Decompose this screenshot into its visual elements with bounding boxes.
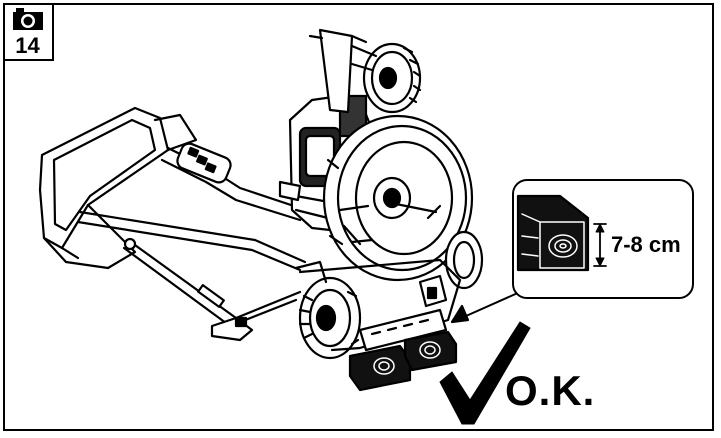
checkmark-icon xyxy=(439,321,531,425)
dimension-arrow xyxy=(593,223,607,267)
figure-frame xyxy=(3,3,714,431)
grass-catcher xyxy=(38,106,198,270)
cutting-deck-disc xyxy=(322,114,474,282)
base-frame xyxy=(294,258,462,352)
dimension-label: 7-8 cm xyxy=(611,232,681,257)
figure-badge: 14 xyxy=(3,3,54,61)
ok-label: O.K. xyxy=(505,367,596,414)
pointer-arrowhead xyxy=(450,304,470,324)
lower-rod xyxy=(122,237,302,342)
figure-number: 14 xyxy=(15,33,40,58)
callout-pointer xyxy=(465,291,521,317)
mast xyxy=(308,28,422,114)
wood-block-detail xyxy=(516,194,590,272)
wooden-blocks xyxy=(348,330,458,392)
handle xyxy=(76,142,307,272)
camera-icon xyxy=(13,8,43,30)
